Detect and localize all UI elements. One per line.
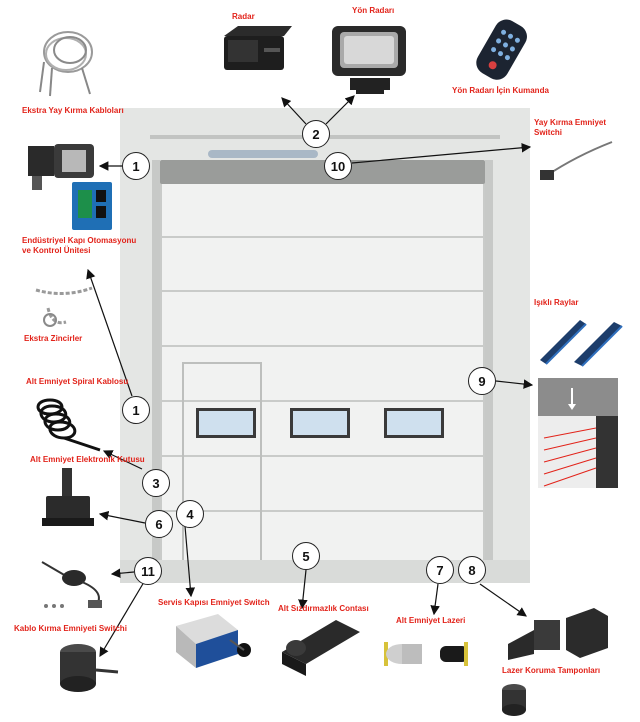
label-yon-radari-kumanda: Yön Radarı İçin Kumanda: [452, 86, 549, 95]
service-door-switch-image: [176, 614, 251, 668]
door-panel-seam: [162, 290, 483, 292]
callout-3: 3: [142, 469, 170, 497]
seal-profile-image: [282, 620, 360, 676]
door-lintel: [160, 160, 485, 184]
sectional-door: [160, 165, 485, 583]
remote-control-image: [476, 19, 527, 80]
door-panel-seam: [162, 236, 483, 238]
motor-image: [28, 144, 94, 190]
cable-switch-image: [41, 561, 102, 608]
door-window: [196, 408, 256, 438]
door-window: [384, 408, 444, 438]
bumper-cylinder-image: [502, 684, 526, 716]
label-ekstra-yay-kirma: Ekstra Yay Kırma Kabloları: [22, 106, 124, 115]
label-ekstra-zincirler: Ekstra Zincirler: [24, 334, 83, 343]
label-servis-kapisi: Servis Kapısı Emniyet Switch: [158, 598, 270, 607]
direction-radar-image: [332, 26, 406, 94]
torsion-spring: [208, 150, 318, 158]
callout-9: 9: [468, 367, 496, 395]
light-rails-image: [540, 320, 623, 367]
laser-bumper-image: [508, 608, 608, 660]
chain-image: [35, 286, 93, 327]
left-track: [152, 160, 160, 583]
label-radar: Radar: [232, 12, 255, 21]
label-sizdirmazlik: Alt Sızdırmazlık Contası: [278, 604, 369, 613]
door-panel-seam: [162, 400, 483, 402]
callout-1-control: 1: [122, 396, 150, 424]
callout-4: 4: [176, 500, 204, 528]
label-kablo-kirma: Kablo Kırma Emniyeti Switchi: [14, 624, 127, 633]
cable-break-switch-image: [60, 644, 119, 692]
spring-switch-image: [540, 141, 613, 180]
label-yon-radari: Yön Radarı: [352, 6, 395, 15]
electronic-box-image: [42, 468, 94, 526]
door-window: [290, 408, 350, 438]
door-panel-seam: [162, 345, 483, 347]
spiral-cable-image: [36, 398, 101, 452]
label-alt-elektronik-kutusu: Alt Emniyet Elektronik Kutusu: [30, 455, 145, 464]
callout-8: 8: [458, 556, 486, 584]
laser-sensor-image: [384, 642, 468, 666]
label-isikli-raylar: Işıklı Raylar: [534, 298, 579, 307]
label-alt-emniyet-lazeri: Alt Emniyet Lazeri: [396, 616, 466, 625]
label-yay-kirma-line1: Yay Kırma Emniyet: [534, 118, 607, 127]
control-unit-image: [72, 182, 112, 230]
callout-6: 6: [145, 510, 173, 538]
callout-5: 5: [292, 542, 320, 570]
radar-image: [224, 26, 292, 70]
callout-11: 11: [134, 557, 162, 585]
callout-7: 7: [426, 556, 454, 584]
spring-cable-image: [39, 31, 93, 97]
light-curtain-image: [538, 378, 618, 488]
label-endustriyel-line1: Endüstriyel Kapı Otomasyonu: [22, 236, 137, 245]
label-endustriyel-line2: ve Kontrol Ünitesi: [22, 246, 91, 255]
door-panel-seam: [162, 455, 483, 457]
label-yay-kirma-line2: Switchi: [534, 128, 563, 137]
callout-1-motor: 1: [122, 152, 150, 180]
label-lazer-koruma: Lazer Koruma Tamponları: [502, 666, 601, 675]
door-panel-seam: [162, 510, 483, 512]
label-alt-spiral-kablosu: Alt Emniyet Spiral Kablosu: [26, 377, 129, 386]
callout-2: 2: [302, 120, 330, 148]
callout-10: 10: [324, 152, 352, 180]
